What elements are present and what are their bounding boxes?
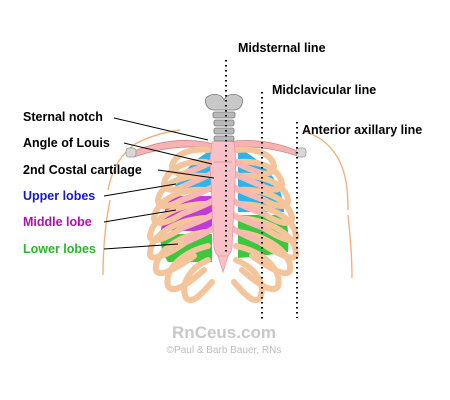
reference-lines	[225, 60, 298, 322]
leader-lines	[103, 117, 215, 250]
midsternal-line-label: Midsternal line	[238, 41, 326, 55]
second-costal-cartilage-label: 2nd Costal cartilage	[23, 163, 142, 177]
lower-lobes-label: Lower lobes	[23, 242, 96, 256]
sternal-notch-leader	[113, 117, 209, 141]
cervical-spine	[205, 94, 243, 142]
middle-lobe-leader	[103, 209, 177, 223]
middle-lobe-label: Middle lobe	[23, 215, 92, 229]
anterior-axillary-line-label: Anterior axillary line	[302, 123, 422, 137]
sternal-notch-label: Sternal notch	[23, 110, 103, 124]
upper-lobes-leader	[103, 183, 177, 197]
lower-lobes-leader	[103, 243, 179, 250]
credit-watermark: ©Paul & Barb Bauer, RNs	[167, 345, 282, 356]
angle-of-louis-label: Angle of Louis	[23, 136, 110, 150]
sternum	[209, 140, 237, 274]
site-watermark: RnCeus.com	[172, 323, 276, 342]
angle-of-louis-leader	[123, 142, 213, 165]
costal-cartilage-leader	[157, 169, 215, 179]
torso-outline	[102, 129, 353, 279]
upper-lobes-label: Upper lobes	[23, 189, 95, 203]
midclavicular-line-label: Midclavicular line	[272, 83, 376, 97]
